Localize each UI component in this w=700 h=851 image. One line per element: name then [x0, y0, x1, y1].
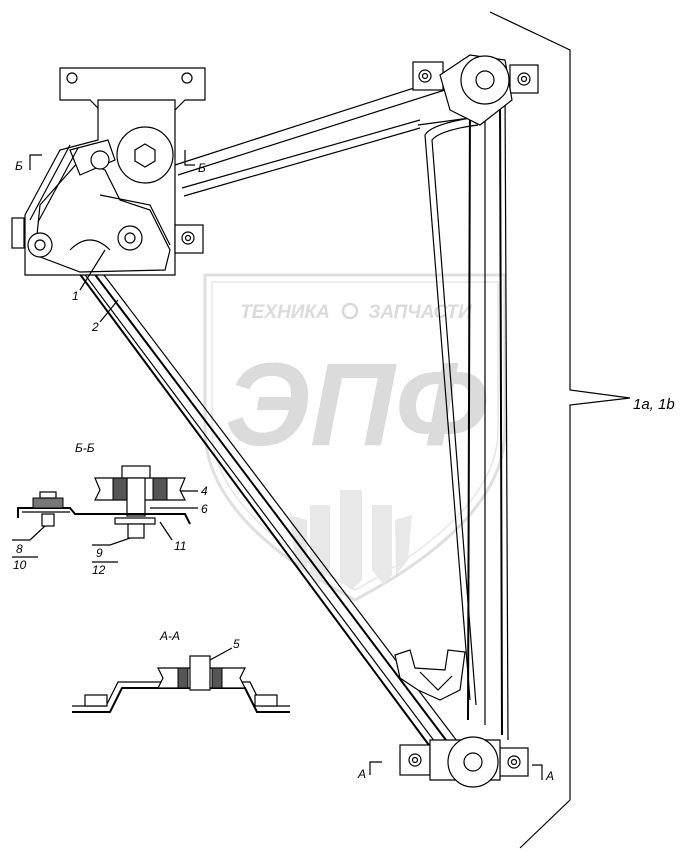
section-mark-bb: Б Б [15, 150, 206, 175]
callout-11: 11 [174, 539, 186, 553]
regulator-frame [61, 69, 509, 761]
callout-4: 4 [201, 484, 208, 498]
main-callouts: 1 2 [72, 249, 119, 334]
callout-9: 9 [96, 546, 103, 560]
watermark-shield [203, 273, 507, 602]
watermark: ТЕХНИКА ЗАПЧАСТИ ЭПФ [203, 273, 507, 602]
callout-assembly: 1a, 1b [633, 396, 675, 413]
section-mark-bb-left: Б [15, 159, 23, 173]
drive-mechanism [11, 67, 206, 276]
section-bb-title: Б-Б [75, 441, 95, 455]
callout-8: 8 [16, 542, 23, 556]
section-mark-aa-left: А [357, 767, 366, 781]
callout-1: 1 [72, 289, 79, 303]
watermark-text-left: ТЕХНИКА [240, 302, 330, 323]
watermark-logo: ЭПФ [225, 339, 487, 471]
section-aa-title: А-А [159, 629, 180, 643]
watermark-wheat-icon [290, 490, 412, 590]
section-bb-detail: Б-Б [12, 441, 198, 563]
callout-10: 10 [13, 558, 27, 572]
watermark-text-right: ЗАПЧАСТИ [368, 302, 472, 323]
top-pulley [412, 54, 539, 126]
section-mark-aa: А А [357, 761, 554, 783]
callout-6: 6 [201, 502, 208, 516]
watermark-shield-inner [211, 281, 499, 591]
callout-2: 2 [91, 320, 99, 334]
bottom-pulley [394, 649, 529, 788]
callout-12: 12 [92, 563, 106, 577]
callout-5: 5 [233, 637, 240, 651]
assembly-brace [489, 11, 631, 849]
watermark-gear-icon [341, 302, 359, 320]
section-mark-aa-right: А [545, 769, 554, 783]
section-aa-detail: А-А [72, 629, 290, 713]
section-mark-bb-right: Б [198, 161, 206, 175]
